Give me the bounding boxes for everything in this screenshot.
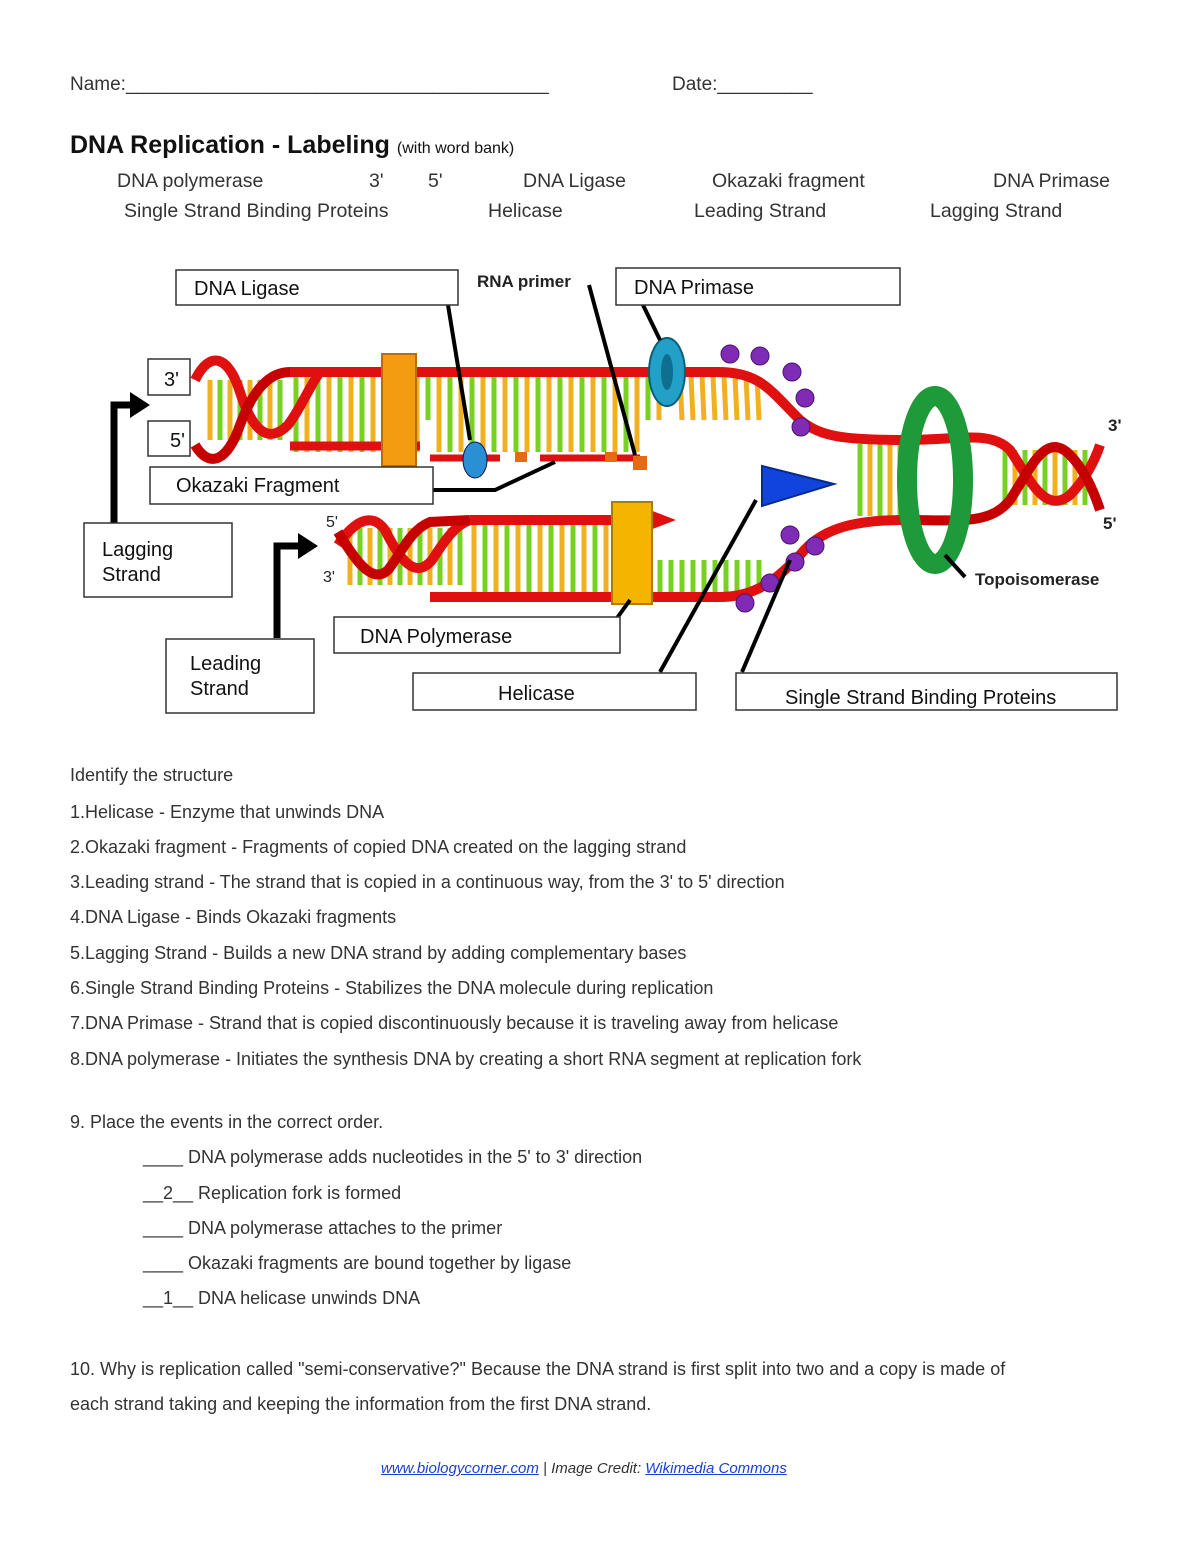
page-title: DNA Replication - Labeling (with word ba… [70, 131, 514, 160]
word-bank-item: DNA polymerase [117, 170, 264, 192]
dna-ligase-icon [462, 441, 488, 479]
label-lower-3prime: 3' [323, 569, 335, 586]
label-box-dna-primase [615, 267, 901, 306]
dna-replication-diagram: DNA Ligase DNA Primase 3' 5' Okazaki Fra… [83, 267, 1122, 714]
label-5prime: 5' [170, 430, 185, 452]
label-okazaki: Okazaki Fragment [176, 475, 340, 497]
base-pair [688, 375, 696, 421]
identify-item-3: 3.Leading strand - The strand that is co… [70, 872, 785, 892]
identify-item-6: 6.Single Strand Binding Proteins - Stabi… [70, 978, 714, 998]
title-sub: (with word bank) [396, 140, 515, 157]
word-bank-item: DNA Primase [993, 170, 1111, 192]
footer: www.biologycorner.com | Image Credit: Wi… [381, 1460, 787, 1477]
word-bank-item: DNA Ligase [523, 170, 626, 192]
word-bank-item: Leading Strand [694, 200, 827, 222]
ssb-protein-icons [720, 344, 825, 613]
word-bank-item: Lagging Strand [930, 200, 1063, 222]
base-pair [732, 375, 740, 421]
footer-link-biologycorner[interactable]: www.biologycorner.com [381, 1460, 539, 1477]
lagging-arrow-icon [110, 392, 150, 524]
identify-item-1: 1.Helicase - Enzyme that unwinds DNA [70, 802, 385, 822]
identify-item-4: 4.DNA Ligase - Binds Okazaki fragments [70, 907, 397, 927]
question-10-line-1: 10. Why is replication called "semi-cons… [70, 1359, 1006, 1379]
order-item-3: ____ DNA polymerase attaches to the prim… [143, 1218, 503, 1238]
leading-arrow-icon [273, 533, 318, 638]
label-box-dna-polymerase [333, 616, 621, 654]
label-helicase: Helicase [498, 683, 575, 705]
footer-link-wikimedia[interactable]: Wikimedia Commons [645, 1460, 787, 1477]
word-bank-item: Okazaki fragment [712, 170, 865, 192]
polymerase-block-upper [381, 353, 417, 467]
label-topoisomerase: Topoisomerase [975, 570, 1099, 589]
arrowhead-icon [650, 510, 676, 530]
label-ssb: Single Strand Binding Proteins [785, 687, 1056, 709]
identify-heading: Identify the structure [70, 765, 234, 785]
base-pair-rungs [207, 375, 1088, 593]
label-box-dna-ligase [175, 269, 459, 306]
label-box-helicase [412, 672, 697, 711]
label-3prime: 3' [164, 369, 179, 391]
label-rna-primer: RNA primer [477, 272, 571, 291]
base-pair [743, 375, 751, 421]
word-bank-item: 5' [428, 170, 443, 192]
identify-item-7: 7.DNA Primase - Strand that is copied di… [70, 1013, 839, 1033]
polymerase-block-lower [611, 501, 653, 605]
label-right-5prime: 5' [1103, 514, 1117, 533]
identify-item-2: 2.Okazaki fragment - Fragments of copied… [70, 837, 687, 857]
footer-separator: | Image Credit: [538, 1460, 646, 1477]
label-dna-polymerase: DNA Polymerase [360, 626, 512, 648]
word-bank-item: Helicase [488, 200, 563, 222]
label-lagging-1: Lagging [102, 539, 173, 561]
helicase-icon [761, 464, 838, 508]
label-box-leading [165, 638, 315, 714]
label-box-lagging [83, 522, 233, 598]
topoisomerase-icon [897, 386, 973, 574]
date-field: Date:_________ [672, 74, 813, 95]
order-item-4: ____ Okazaki fragments are bound togethe… [143, 1253, 572, 1273]
base-pair [721, 375, 729, 421]
word-bank-item: 3' [369, 170, 384, 192]
label-leading-2: Strand [190, 678, 249, 700]
order-item-2: __2__ Replication fork is formed [143, 1183, 402, 1203]
word-bank-item: Single Strand Binding Proteins [124, 200, 389, 222]
identify-item-8: 8.DNA polymerase - Initiates the synthes… [70, 1049, 862, 1069]
question-10-line-2: each strand taking and keeping the infor… [70, 1394, 652, 1414]
rna-primer-markers [515, 452, 647, 470]
name-field: Name:___________________________________… [70, 74, 549, 95]
label-box-3prime [147, 358, 191, 396]
label-box-5prime [147, 420, 191, 457]
base-pair [699, 375, 707, 421]
label-lower-5prime: 5' [326, 514, 338, 531]
order-item-5: __1__ DNA helicase unwinds DNA [143, 1288, 421, 1308]
label-right-3prime: 3' [1108, 416, 1122, 435]
base-pair [710, 375, 718, 421]
pointer-lines [432, 284, 967, 673]
label-leading-1: Leading [190, 653, 261, 675]
label-box-ssb [735, 672, 1118, 711]
title-main: DNA Replication - Labeling [70, 131, 390, 159]
identify-item-5: 5.Lagging Strand - Builds a new DNA stra… [70, 943, 687, 963]
label-box-okazaki [149, 466, 434, 505]
label-dna-ligase: DNA Ligase [194, 278, 300, 300]
label-dna-primase: DNA Primase [634, 277, 754, 299]
label-lagging-2: Strand [102, 564, 161, 586]
order-heading: 9. Place the events in the correct order… [70, 1112, 384, 1132]
order-item-1: ____ DNA polymerase adds nucleotides in … [143, 1147, 643, 1167]
